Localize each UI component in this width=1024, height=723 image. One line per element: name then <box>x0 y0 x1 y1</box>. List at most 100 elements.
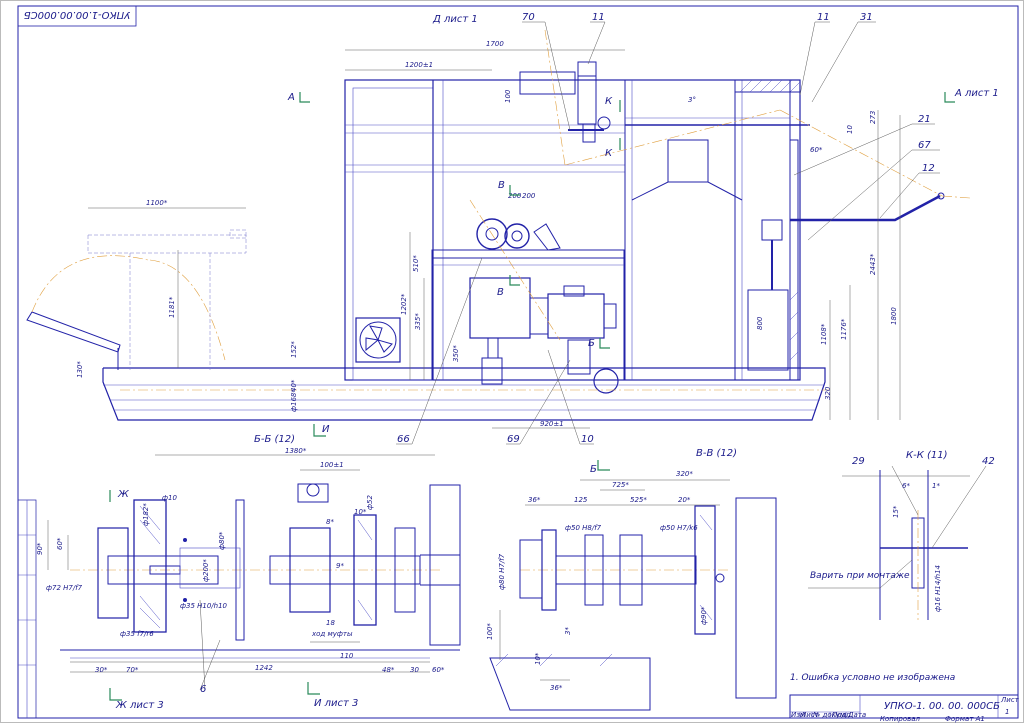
bb-dim-60b: 60* <box>432 666 445 674</box>
motor-gearbox <box>469 277 619 394</box>
callout-29: 29 <box>852 456 865 467</box>
callout-70: 70 <box>522 12 535 23</box>
dim-168: ф168* <box>290 389 298 412</box>
section-kk-title: К-К (11) <box>906 450 948 461</box>
vv-dim-50b: ф50 H7/k6 <box>660 524 698 532</box>
dim-335: 335* <box>414 313 422 330</box>
dim-1176: 1176* <box>840 318 848 340</box>
bb-dim-72: ф72 H7/f7 <box>46 584 83 592</box>
row-label-2: № докум. <box>812 711 848 719</box>
bb-dim-18: 18 <box>326 619 335 627</box>
row-label-3: Подп. <box>832 711 853 719</box>
dim-10-top: 10 <box>846 125 854 134</box>
vv-dim-50: ф50 H8/f7 <box>565 524 602 532</box>
dim-100-top: 100 <box>504 89 512 103</box>
bb-dim-8: 8* <box>326 518 334 526</box>
bb-dim-10: ф10 <box>162 494 177 502</box>
designation: УПКО-1. 00. 00. 000СБ <box>884 701 1000 712</box>
main-view-title: Д лист 1 <box>432 14 478 25</box>
rotated-code-text: УПКО-1.00.00.000СБ <box>24 9 131 20</box>
bb-dim-9: 9* <box>336 562 344 570</box>
cut-b-mid: Б <box>588 338 595 349</box>
base-beam <box>102 367 826 421</box>
left-strip <box>17 499 37 719</box>
bb-dim-90: 90* <box>36 542 44 555</box>
callout-42: 42 <box>982 456 995 467</box>
dim-152: 152* <box>290 341 298 358</box>
pulley-assembly <box>431 218 625 380</box>
cut-i-bottom: И лист 3 <box>314 698 358 709</box>
callout-12: 12 <box>922 163 935 174</box>
feed-chute <box>26 255 226 370</box>
bb-dim-30b: 30 <box>410 666 419 674</box>
dim-510: 510* <box>412 255 420 272</box>
cut-k-top: К <box>605 96 613 107</box>
callout-11a: 11 <box>592 12 605 23</box>
vv-dim-36: 36* <box>528 496 541 504</box>
vv-dim-3: 3* <box>564 627 572 635</box>
vv-dim-36b: 36* <box>550 684 563 692</box>
callout-21: 21 <box>918 114 931 125</box>
dim-1200: 1200±1 <box>405 61 433 69</box>
section-vv-drawing <box>489 479 777 711</box>
general-note: 1. Ошибка условно не изображена <box>790 673 955 683</box>
callout-67: 67 <box>918 140 931 151</box>
dim-273: 273 <box>869 111 877 124</box>
vv-dim-10: 10* <box>534 652 542 665</box>
section-vv-title: В-В (12) <box>696 448 737 459</box>
fan-unit <box>355 317 401 363</box>
bb-dim-100: 100±1 <box>320 461 344 469</box>
dim-1700: 1700 <box>486 40 504 48</box>
dim-920: 920±1 <box>540 420 564 428</box>
cut-k-mid: К <box>605 148 613 159</box>
title-block <box>789 694 1019 719</box>
vv-dim-725: 725* <box>612 481 629 489</box>
kk-dim-15: 15* <box>892 505 900 518</box>
cut-zh-bottom: Ж лист 3 <box>115 700 164 711</box>
bb-dim-48: 48* <box>382 666 395 674</box>
cut-a-left: А <box>287 92 295 103</box>
dim-800: 800 <box>756 316 764 330</box>
bb-dim-30a: 30* <box>95 666 108 674</box>
centre-lines <box>120 29 971 391</box>
dim-40: 40* <box>290 379 298 392</box>
hopper: 800 <box>631 139 789 371</box>
cut-a-right: А лист 1 <box>954 88 999 99</box>
vv-dim-80: ф80 H7/f7 <box>498 553 506 590</box>
cut-b-lower: Б <box>590 464 597 475</box>
callout-11b: 11 <box>817 12 830 23</box>
dim-1202: 1202* <box>400 293 408 315</box>
dim-350: 350* <box>452 345 460 362</box>
rotated-code-box: УПКО-1.00.00.000СБ <box>17 5 137 27</box>
vv-dim-320: 320* <box>676 470 693 478</box>
dim-320: 320 <box>824 386 832 400</box>
bb-dim-60: 60* <box>56 537 64 550</box>
dim-60: 60* <box>810 146 823 154</box>
format-label: Формат А1 <box>945 715 985 723</box>
kk-dim-6: 6* <box>902 482 910 490</box>
bb-khod: ход муфты <box>311 630 353 638</box>
bb-dim-110: 110 <box>340 652 354 660</box>
cut-zh-top: Ж <box>117 489 130 500</box>
callout-10: 10 <box>581 434 594 445</box>
vv-dim-20: 20* <box>678 496 691 504</box>
dim-1100: 1100* <box>146 199 168 207</box>
row-label-1: Лист <box>800 711 820 719</box>
vv-dim-525: 525* <box>630 496 647 504</box>
kk-dim-16: ф16 H14/h14 <box>934 565 942 612</box>
kk-dim-1: 1* <box>932 482 940 490</box>
dim-200b: 200 <box>522 192 536 200</box>
bb-dim-10b: 10* <box>354 508 367 516</box>
top-beam-hatch <box>734 79 801 93</box>
callout-31: 31 <box>860 12 873 23</box>
dim-3deg: 3° <box>688 96 696 104</box>
section-bb-drawing <box>47 454 461 691</box>
kk-weld-note: Варить при монтаже <box>810 571 910 581</box>
bb-dim-35: ф35 H10/h10 <box>180 602 228 610</box>
vv-dim-100: 100* <box>486 623 494 640</box>
row-label-0: Изм <box>791 711 806 719</box>
right-column-hatch <box>789 139 799 381</box>
bb-dim-52: ф52 <box>366 495 374 510</box>
main-dimensions <box>88 49 901 429</box>
